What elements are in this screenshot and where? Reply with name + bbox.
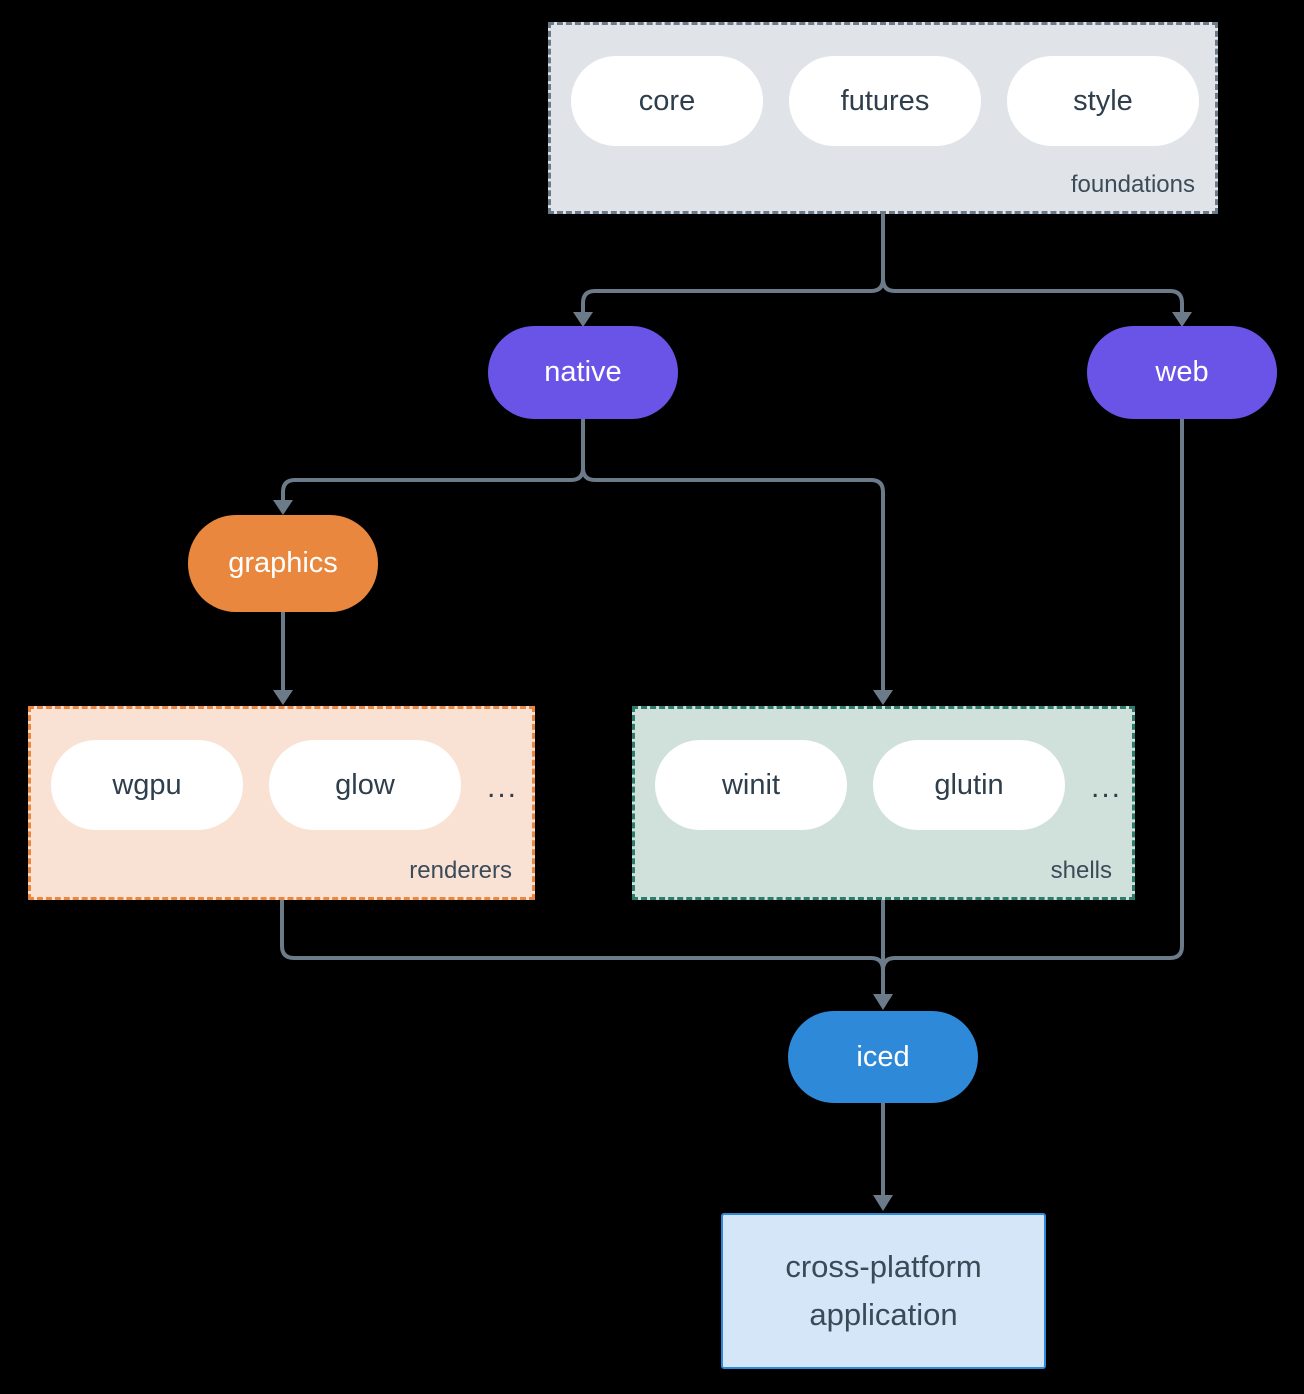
node-cross-platform-application: cross-platform application bbox=[721, 1213, 1046, 1369]
renderers-pill-row: wgpu glow ... bbox=[51, 740, 516, 830]
group-renderers: wgpu glow ... renderers bbox=[28, 706, 535, 900]
arrowhead-application bbox=[873, 1195, 893, 1211]
node-core: core bbox=[571, 56, 763, 146]
edge-native-shells bbox=[581, 419, 885, 691]
shells-label: shells bbox=[1050, 857, 1112, 884]
arrowhead-shells bbox=[873, 690, 893, 705]
arrowhead-iced bbox=[873, 994, 893, 1010]
application-label: cross-platform application bbox=[785, 1248, 982, 1332]
shells-pill-row: winit glutin ... bbox=[655, 740, 1120, 830]
node-iced: iced bbox=[788, 1011, 978, 1103]
arrowhead-graphics bbox=[273, 500, 293, 515]
shells-ellipsis: ... bbox=[1091, 771, 1123, 804]
arrowhead-renderers bbox=[273, 690, 293, 705]
group-foundations: core futures style foundations bbox=[548, 22, 1218, 214]
edge-renderers-iced bbox=[280, 900, 885, 971]
node-glutin: glutin bbox=[873, 740, 1065, 830]
foundations-label: foundations bbox=[1070, 171, 1195, 198]
foundations-pill-row: core futures style bbox=[571, 56, 1199, 146]
node-glow: glow bbox=[269, 740, 461, 830]
node-web: web bbox=[1087, 326, 1277, 419]
group-shells: winit glutin ... shells bbox=[632, 706, 1135, 900]
renderers-label: renderers bbox=[409, 857, 512, 884]
node-native: native bbox=[488, 326, 678, 419]
node-futures: futures bbox=[789, 56, 981, 146]
node-style: style bbox=[1007, 56, 1199, 146]
node-winit: winit bbox=[655, 740, 847, 830]
arrowhead-web bbox=[1172, 312, 1192, 327]
edge-foundations-web bbox=[881, 214, 1184, 313]
renderers-ellipsis: ... bbox=[487, 771, 519, 804]
node-graphics: graphics bbox=[188, 515, 378, 612]
edge-native-graphics bbox=[281, 419, 585, 501]
node-wgpu: wgpu bbox=[51, 740, 243, 830]
arrowhead-native bbox=[573, 312, 593, 327]
edge-foundations-native bbox=[581, 214, 885, 313]
